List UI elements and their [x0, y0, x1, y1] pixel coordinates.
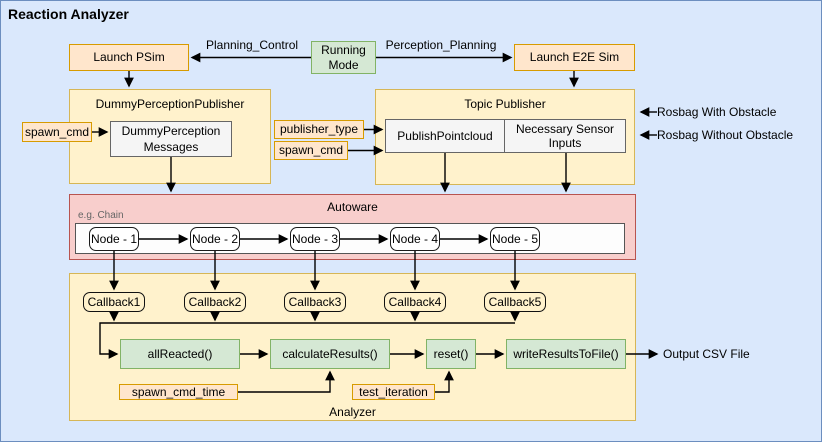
- dummy-perception-messages-box: DummyPerception Messages: [110, 121, 232, 157]
- callback2-box: Callback2: [184, 292, 246, 312]
- test-iteration-param: test_iteration: [352, 384, 435, 400]
- node-3-box: Node - 3: [290, 227, 340, 251]
- callback3-box: Callback3: [284, 292, 346, 312]
- callback1-box: Callback1: [83, 292, 145, 312]
- all-reacted-box: allReacted(): [120, 339, 240, 369]
- topic-publisher-title: Topic Publisher: [464, 97, 546, 111]
- node-chain-strip: [75, 223, 625, 254]
- node-1-box: Node - 1: [89, 227, 139, 251]
- node-4-box: Node - 4: [390, 227, 440, 251]
- calculate-results-box: calculateResults(): [270, 339, 390, 369]
- node-5-box: Node - 5: [490, 227, 540, 251]
- planning-control-label: Planning_Control: [205, 38, 299, 52]
- necessary-sensor-inputs-box: Necessary Sensor Inputs: [504, 119, 626, 153]
- spawn-cmd-param-mid: spawn_cmd: [274, 141, 348, 160]
- dummy-perception-publisher-title: DummyPerceptionPublisher: [95, 97, 245, 111]
- spawn-cmd-param-left: spawn_cmd: [22, 122, 92, 142]
- spawn-cmd-time-param: spawn_cmd_time: [119, 384, 238, 400]
- launch-e2e-sim-box: Launch E2E Sim: [514, 44, 635, 71]
- publish-pointcloud-box: PublishPointcloud: [385, 119, 505, 153]
- running-mode-box: Running Mode: [311, 41, 376, 74]
- autoware-title: Autoware: [327, 200, 378, 214]
- write-results-to-file-box: writeResultsToFile(): [506, 339, 626, 369]
- analyzer-title: Analyzer: [329, 405, 376, 419]
- publisher-type-param: publisher_type: [274, 120, 364, 139]
- callback5-box: Callback5: [484, 292, 546, 312]
- launch-psim-box: Launch PSim: [69, 44, 189, 71]
- reset-box: reset(): [426, 339, 476, 369]
- chain-note: e.g. Chain: [78, 210, 124, 221]
- output-csv-file-label: Output CSV File: [663, 347, 750, 361]
- diagram-title: Reaction Analyzer: [8, 6, 129, 22]
- callback4-box: Callback4: [384, 292, 446, 312]
- rosbag-with-obstacle-label: Rosbag With Obstacle: [657, 105, 777, 119]
- perception-planning-label: Perception_Planning: [385, 38, 497, 52]
- node-2-box: Node - 2: [190, 227, 240, 251]
- rosbag-without-obstacle-label: Rosbag Without Obstacle: [657, 128, 794, 142]
